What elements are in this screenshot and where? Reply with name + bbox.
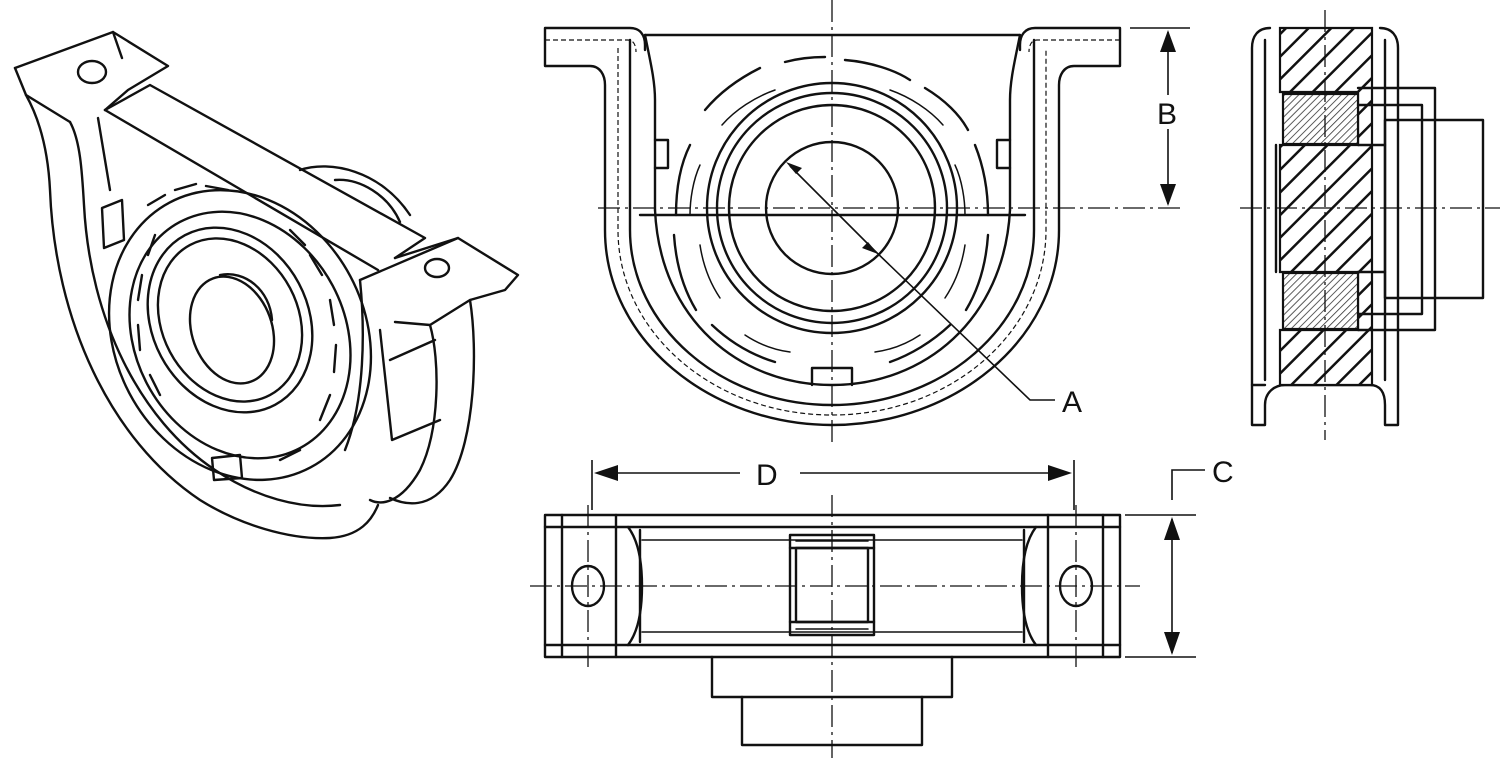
- label-b: B: [1157, 98, 1177, 131]
- front-slots: [672, 55, 990, 364]
- label-c: C: [1212, 456, 1234, 489]
- iso-slots: [136, 182, 338, 462]
- front-view: A B: [543, 0, 1190, 445]
- label-d: D: [756, 459, 778, 492]
- side-section-view: [1240, 10, 1500, 440]
- label-a: A: [1062, 386, 1082, 419]
- top-view: D: [530, 456, 1234, 758]
- isometric-view: [13, 30, 520, 540]
